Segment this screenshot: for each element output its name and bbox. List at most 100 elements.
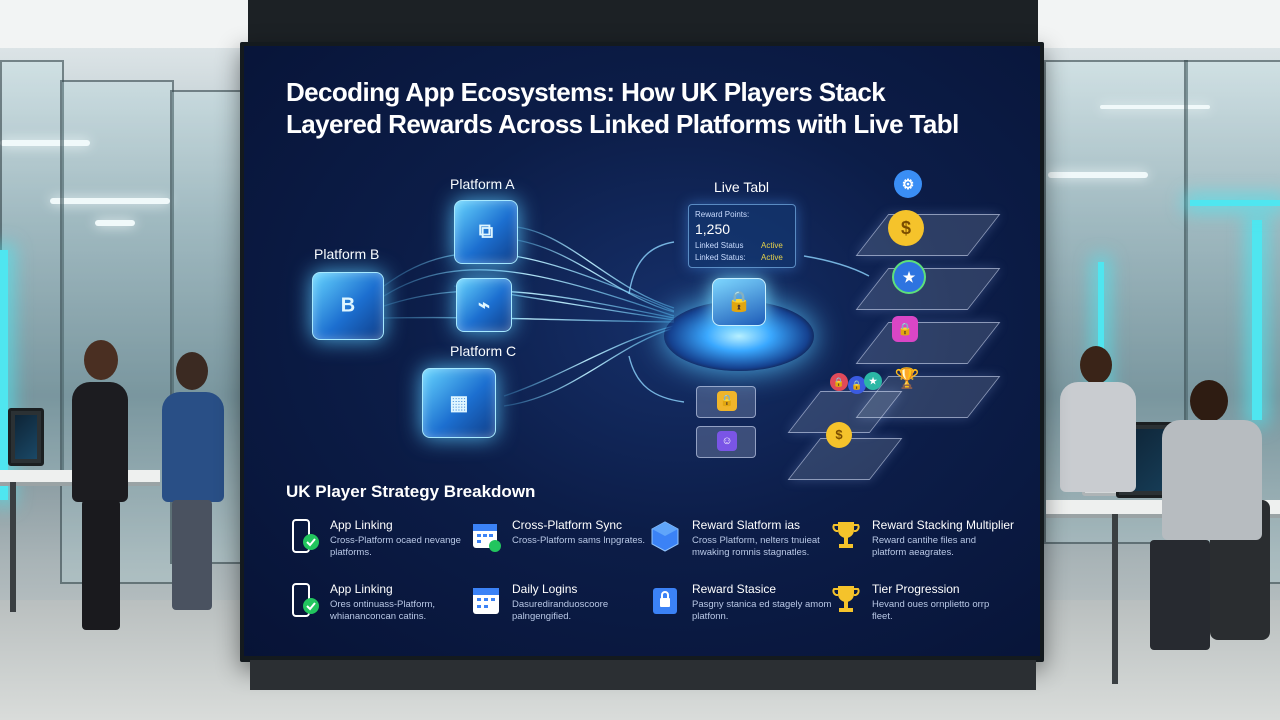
person-torso <box>1162 420 1262 540</box>
reward-tile: ☺ <box>696 426 756 458</box>
person-legs <box>82 500 120 630</box>
breakdown-title: UK Player Strategy Breakdown <box>286 482 536 501</box>
lock-icon: 🔒 <box>712 278 766 326</box>
neon-strip <box>0 250 8 500</box>
platform-b-label: Platform B <box>314 246 380 262</box>
person-woman-blue-blazer <box>158 352 228 612</box>
strategy-item-desc: Reward cantihe files and platform aeagra… <box>872 535 977 558</box>
monitor-screen <box>15 415 37 459</box>
lock-badge-icon: 🔒 <box>892 316 918 342</box>
lock-badge-icon: 🔒 <box>830 373 848 391</box>
face-icon: ☺ <box>717 431 737 451</box>
linked-status-value-2: Active <box>761 253 783 262</box>
strategy-item-title: Reward Stasice <box>692 582 777 596</box>
platform-a-label: Platform A <box>450 176 515 192</box>
strategy-item-desc: Cross-Platform ocaed nevange platforms. <box>330 535 461 558</box>
strategy-item-desc: Cross Platform, nelters tnuieat mwaking … <box>692 535 820 558</box>
monitor <box>8 408 44 466</box>
person-head <box>1190 380 1228 422</box>
ceiling-light <box>1048 172 1148 178</box>
display-title: Decoding App Ecosystems: How UK Players … <box>286 76 1026 140</box>
person-torso <box>162 392 224 502</box>
neon-strip <box>1190 200 1280 206</box>
live-label: Live Tabl <box>714 179 770 195</box>
desk-leg <box>10 482 16 612</box>
platform-c-cube: ▦ <box>422 368 496 438</box>
live-panel: Reward Points: 1,250 Linked Status Activ… <box>688 204 796 268</box>
person-legs <box>1150 540 1210 650</box>
linked-status-label-2: Linked Status: <box>695 253 746 262</box>
person-head <box>176 352 208 390</box>
gear-badge-icon: ⚙ <box>894 170 922 198</box>
strategy-item-title: App Linking <box>330 518 393 532</box>
ceiling-light <box>1100 105 1210 109</box>
trophy-icon <box>830 518 864 556</box>
star-badge-icon: ★ <box>864 372 882 390</box>
person-head <box>1080 346 1112 384</box>
ceiling-light <box>50 198 170 204</box>
person-torso <box>72 382 128 502</box>
trophy-icon <box>830 582 864 620</box>
reward-points-value: 1,250 <box>695 221 731 237</box>
strategy-item-desc: Hevand oues ornplietto orrp fleet. <box>872 599 990 622</box>
loop-arrow <box>628 241 675 295</box>
display-stand <box>250 660 1036 690</box>
platform-a-cube: ⧉ <box>454 200 518 264</box>
flow-line <box>503 325 675 397</box>
phone-check-icon <box>288 518 322 556</box>
strategy-item-title: Reward Slatform ias <box>692 518 801 532</box>
display-header-panel <box>248 0 1038 48</box>
person-man-background <box>1058 346 1138 576</box>
coin-icon: $ <box>888 210 924 246</box>
desk-leg <box>1112 514 1118 684</box>
flow-line <box>383 269 675 317</box>
person-torso <box>1060 382 1136 492</box>
person-legs <box>172 500 212 610</box>
calendar-check-icon <box>470 518 504 556</box>
ceiling-light <box>0 140 90 146</box>
platform-c-label: Platform C <box>450 343 517 359</box>
letter-b-icon: B <box>340 294 356 317</box>
display-screen: Decoding App Ecosystems: How UK Players … <box>244 46 1040 656</box>
neon-strip <box>1098 262 1104 412</box>
link-icon: ⌁ <box>477 294 491 317</box>
strategy-item-title: Reward Stacking Multiplier <box>872 518 1015 532</box>
flow-line <box>503 225 675 309</box>
flow-line <box>503 327 675 407</box>
small-cube: ⌁ <box>456 278 512 332</box>
star-badge-icon: ★ <box>892 260 926 294</box>
title-line-1: Decoding App Ecosystems: How UK Players … <box>286 77 886 107</box>
flow-line <box>383 316 675 323</box>
loop-arrow <box>628 355 685 403</box>
linked-status-label-1: Linked Status <box>695 241 744 250</box>
ceiling-light <box>95 220 135 226</box>
flow-line <box>503 237 675 313</box>
loop-arrow <box>803 255 870 277</box>
person-woman-black-suit <box>64 340 134 640</box>
platform-b-cube: B <box>312 272 384 340</box>
lock-badge-icon <box>650 582 684 620</box>
link-icon: ⧉ <box>478 220 494 243</box>
strategy-item-title: Daily Logins <box>512 582 578 596</box>
trophy-icon: 🏆 <box>894 368 920 390</box>
strategy-item-desc: Dasurediranduoscoore palngengified. <box>512 599 609 622</box>
lock-badge-icon: 🔒 <box>848 376 866 394</box>
neon-strip <box>1252 220 1262 420</box>
flow-line <box>383 290 675 319</box>
cube-icon <box>650 518 684 556</box>
strategy-item-desc: Cross-Platform sams lnpgrates. <box>512 535 646 546</box>
linked-status-value-1: Active <box>761 241 783 250</box>
strategy-item-title: App Linking <box>330 582 393 596</box>
reward-points-label: Reward Points: <box>695 210 750 219</box>
grid-icon: ▦ <box>449 392 469 415</box>
person-man-hoodie <box>1150 380 1270 680</box>
title-line-2: Layered Rewards Across Linked Platforms … <box>286 109 959 139</box>
lock-badge-icon: 🔒 <box>717 391 737 411</box>
